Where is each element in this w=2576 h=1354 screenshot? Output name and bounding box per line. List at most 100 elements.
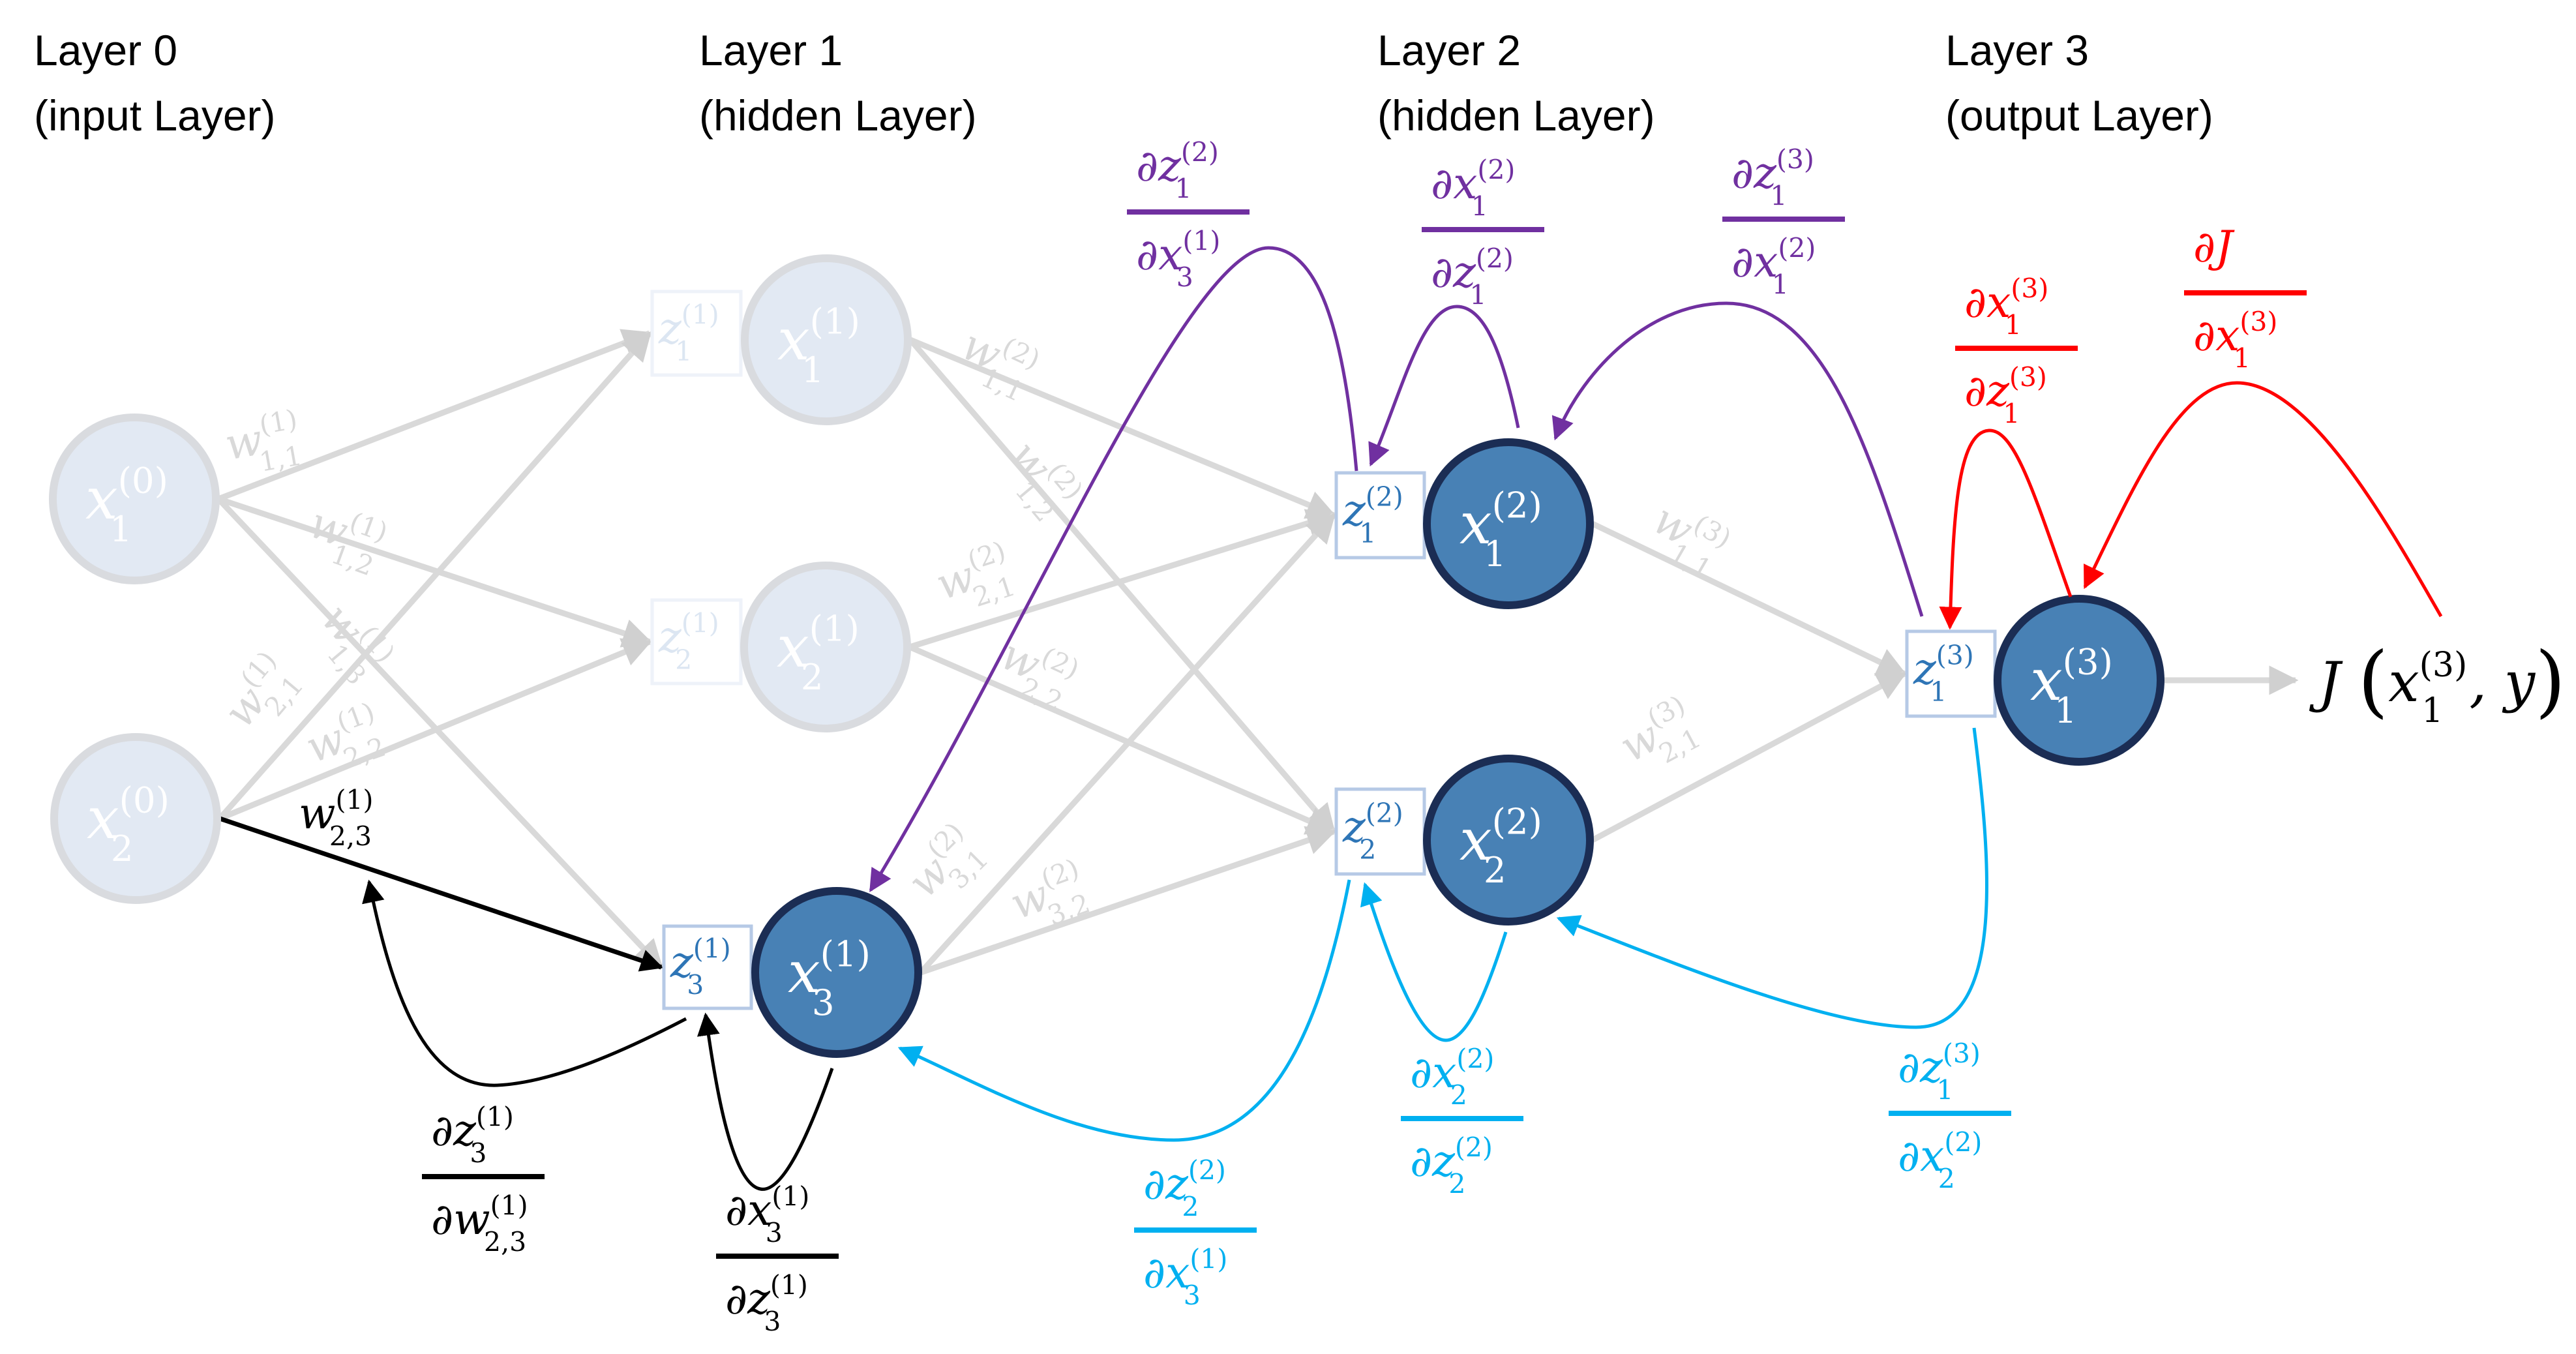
weight-label-2-2-1: w(1)2,2 bbox=[299, 696, 390, 775]
weight-label-2-2-2: w(2)2,2 bbox=[993, 629, 1084, 718]
weight-edge-x2_0-z2_1 bbox=[218, 638, 653, 822]
fraction-denominator: ∂z(3)1 bbox=[1964, 361, 2047, 429]
math-var: x bbox=[87, 785, 119, 852]
fraction-numerator: ∂J bbox=[2193, 222, 2235, 272]
layer-0-title: Layer 0 bbox=[34, 26, 177, 74]
svg-text:∂x(1)3: ∂x(1)3 bbox=[725, 1181, 809, 1248]
svg-text:z(2)2: z(2)2 bbox=[1342, 798, 1403, 865]
box-z2_1: z(1)2 bbox=[650, 598, 743, 685]
weight-edge-x2_0-z3_1 bbox=[218, 816, 664, 972]
gradient-dz3_dw23: ∂z(1)3∂w(1)2,3 bbox=[422, 1101, 545, 1257]
svg-text:∂x(2)2: ∂x(2)2 bbox=[1410, 1043, 1494, 1111]
gradient-dx13_dz13: ∂x(3)1∂z(3)1 bbox=[1955, 273, 2078, 429]
math-sub: 2 bbox=[675, 644, 692, 676]
math-var: x bbox=[85, 465, 118, 532]
loss-paren-close: ) bbox=[2535, 636, 2566, 727]
math-var: w bbox=[299, 789, 336, 839]
gradient-dz22_dx31: ∂z(2)2∂x(1)3 bbox=[1134, 1154, 1257, 1311]
gradient-dx22_dz22: ∂x(2)2∂z(2)2 bbox=[1401, 1043, 1523, 1199]
math-sub: 1 bbox=[2234, 342, 2251, 374]
math-sup: (3) bbox=[2009, 361, 2047, 393]
math-sup: (3) bbox=[2239, 306, 2277, 337]
fraction-bar bbox=[1401, 1116, 1523, 1121]
gradient-curve-dz12_dx31 bbox=[869, 246, 1358, 892]
math-sup: (2) bbox=[1366, 798, 1403, 829]
svg-text:∂x(1)3: ∂x(1)3 bbox=[1136, 225, 1220, 293]
math-var: ∂x bbox=[1731, 237, 1778, 287]
loss-expression: J (x(3)1, y) bbox=[2309, 636, 2566, 730]
math-sup: (1) bbox=[770, 1269, 808, 1301]
fraction-bar bbox=[1722, 217, 1845, 222]
math-var: x bbox=[1460, 806, 1492, 873]
fraction-bar bbox=[1422, 227, 1544, 232]
svg-text:z(1)3: z(1)3 bbox=[670, 933, 731, 1000]
weight-label-2-3-1: w(1)2,3 bbox=[299, 784, 373, 852]
svg-text:∂x(3)1: ∂x(3)1 bbox=[1964, 273, 2048, 340]
svg-text:∂x(1)3: ∂x(1)3 bbox=[1143, 1243, 1227, 1311]
svg-text:w(1)2,3: w(1)2,3 bbox=[299, 784, 373, 852]
math-sup: (1) bbox=[681, 299, 719, 331]
gradient-curve-dx12_dz12 bbox=[1368, 305, 1520, 467]
math-sub: 3,2 bbox=[1043, 888, 1094, 931]
node-x1_1: x(1)1 bbox=[741, 254, 912, 425]
gradient-curve-dz13_dx22 bbox=[1556, 727, 1989, 1029]
math-sub: 1 bbox=[1359, 518, 1376, 549]
svg-text:∂z(1)3: ∂z(1)3 bbox=[725, 1269, 808, 1337]
fraction-numerator: ∂z(3)1 bbox=[1731, 143, 1814, 211]
weight-label-3-1-2: w(2)3,1 bbox=[898, 816, 995, 907]
box-frame bbox=[650, 598, 743, 685]
box-z1_3: z(3)1 bbox=[1905, 629, 1997, 718]
svg-text:∂z(1)3: ∂z(1)3 bbox=[431, 1101, 514, 1169]
math-var: z bbox=[658, 612, 682, 662]
svg-text:∂J: ∂J bbox=[2193, 222, 2235, 272]
layer-2-title: Layer 2 bbox=[1377, 26, 1521, 74]
math-sub: 2 bbox=[1938, 1163, 1955, 1194]
math-sub: 3 bbox=[766, 1217, 783, 1248]
math-sub: 1 bbox=[110, 508, 132, 550]
fraction-denominator: ∂x(1)3 bbox=[1143, 1243, 1227, 1311]
math-sub: 3 bbox=[764, 1306, 781, 1337]
gradient-curves bbox=[362, 246, 2443, 1191]
svg-text:z(1)1: z(1)1 bbox=[658, 299, 719, 367]
math-sup: (2) bbox=[1455, 1132, 1493, 1163]
math-sub: 1 bbox=[801, 349, 824, 391]
weight-edge-x1_2-z1_3 bbox=[1591, 520, 1908, 677]
gradient-curve-dJ_dx13 bbox=[2083, 381, 2443, 618]
svg-text:x(0)1: x(0)1 bbox=[85, 459, 168, 550]
box-frame bbox=[662, 924, 753, 1010]
pre-activation-boxes: z(1)1z(1)2z(1)3z(2)1z(2)2z(3)1 bbox=[650, 290, 1997, 1010]
box-label-z3_1: z(1)3 bbox=[670, 933, 731, 1000]
gradient-curve-dz3_dw23 bbox=[362, 879, 687, 1087]
math-var: ∂z bbox=[1136, 141, 1182, 191]
math-sub: 2 bbox=[1448, 1168, 1465, 1199]
node-circle bbox=[740, 562, 911, 732]
math-sup: (2) bbox=[1492, 484, 1542, 526]
gradient-curve-dx3_dz3 bbox=[696, 1012, 834, 1191]
math-sup: (1) bbox=[820, 933, 871, 974]
weight-label-1-1-1: w(1)1,1 bbox=[221, 403, 304, 477]
math-var: z bbox=[1342, 802, 1366, 852]
gradient-labels: ∂z(1)3∂w(1)2,3∂x(1)3∂z(1)3∂z(2)1∂x(1)3∂x… bbox=[422, 136, 2307, 1337]
fraction-bar bbox=[1127, 209, 1250, 215]
math-sup: (2) bbox=[1188, 1154, 1226, 1186]
math-var: ∂x bbox=[1898, 1131, 1944, 1181]
gradient-dz12_dx31: ∂z(2)1∂x(1)3 bbox=[1127, 136, 1250, 293]
node-label-x2_1: x(1)2 bbox=[777, 607, 860, 698]
weight-label-1-1-2: w(2)1,1 bbox=[954, 320, 1045, 408]
math-var: ∂z bbox=[1964, 366, 2010, 416]
math-var: z bbox=[670, 937, 694, 987]
math-sup: (1) bbox=[476, 1101, 514, 1132]
gradient-dJ_dx13: ∂J ∂x(3)1 bbox=[2184, 222, 2307, 374]
math-sub: 2 bbox=[801, 656, 824, 698]
weight-edge-x3_1-z1_2 bbox=[918, 513, 1336, 975]
svg-text:w(3)1,1: w(3)1,1 bbox=[1638, 490, 1737, 586]
math-var: x bbox=[777, 306, 810, 373]
weight-edges bbox=[216, 329, 2299, 976]
math-var: w bbox=[221, 414, 266, 470]
math-sup: (1) bbox=[693, 933, 731, 964]
node-label-x1_2: x(2)1 bbox=[1460, 484, 1542, 575]
svg-text:z(3)1: z(3)1 bbox=[1913, 640, 1974, 708]
math-sub: 1 bbox=[2005, 309, 2022, 340]
svg-text:∂x(3)1: ∂x(3)1 bbox=[2193, 306, 2277, 374]
